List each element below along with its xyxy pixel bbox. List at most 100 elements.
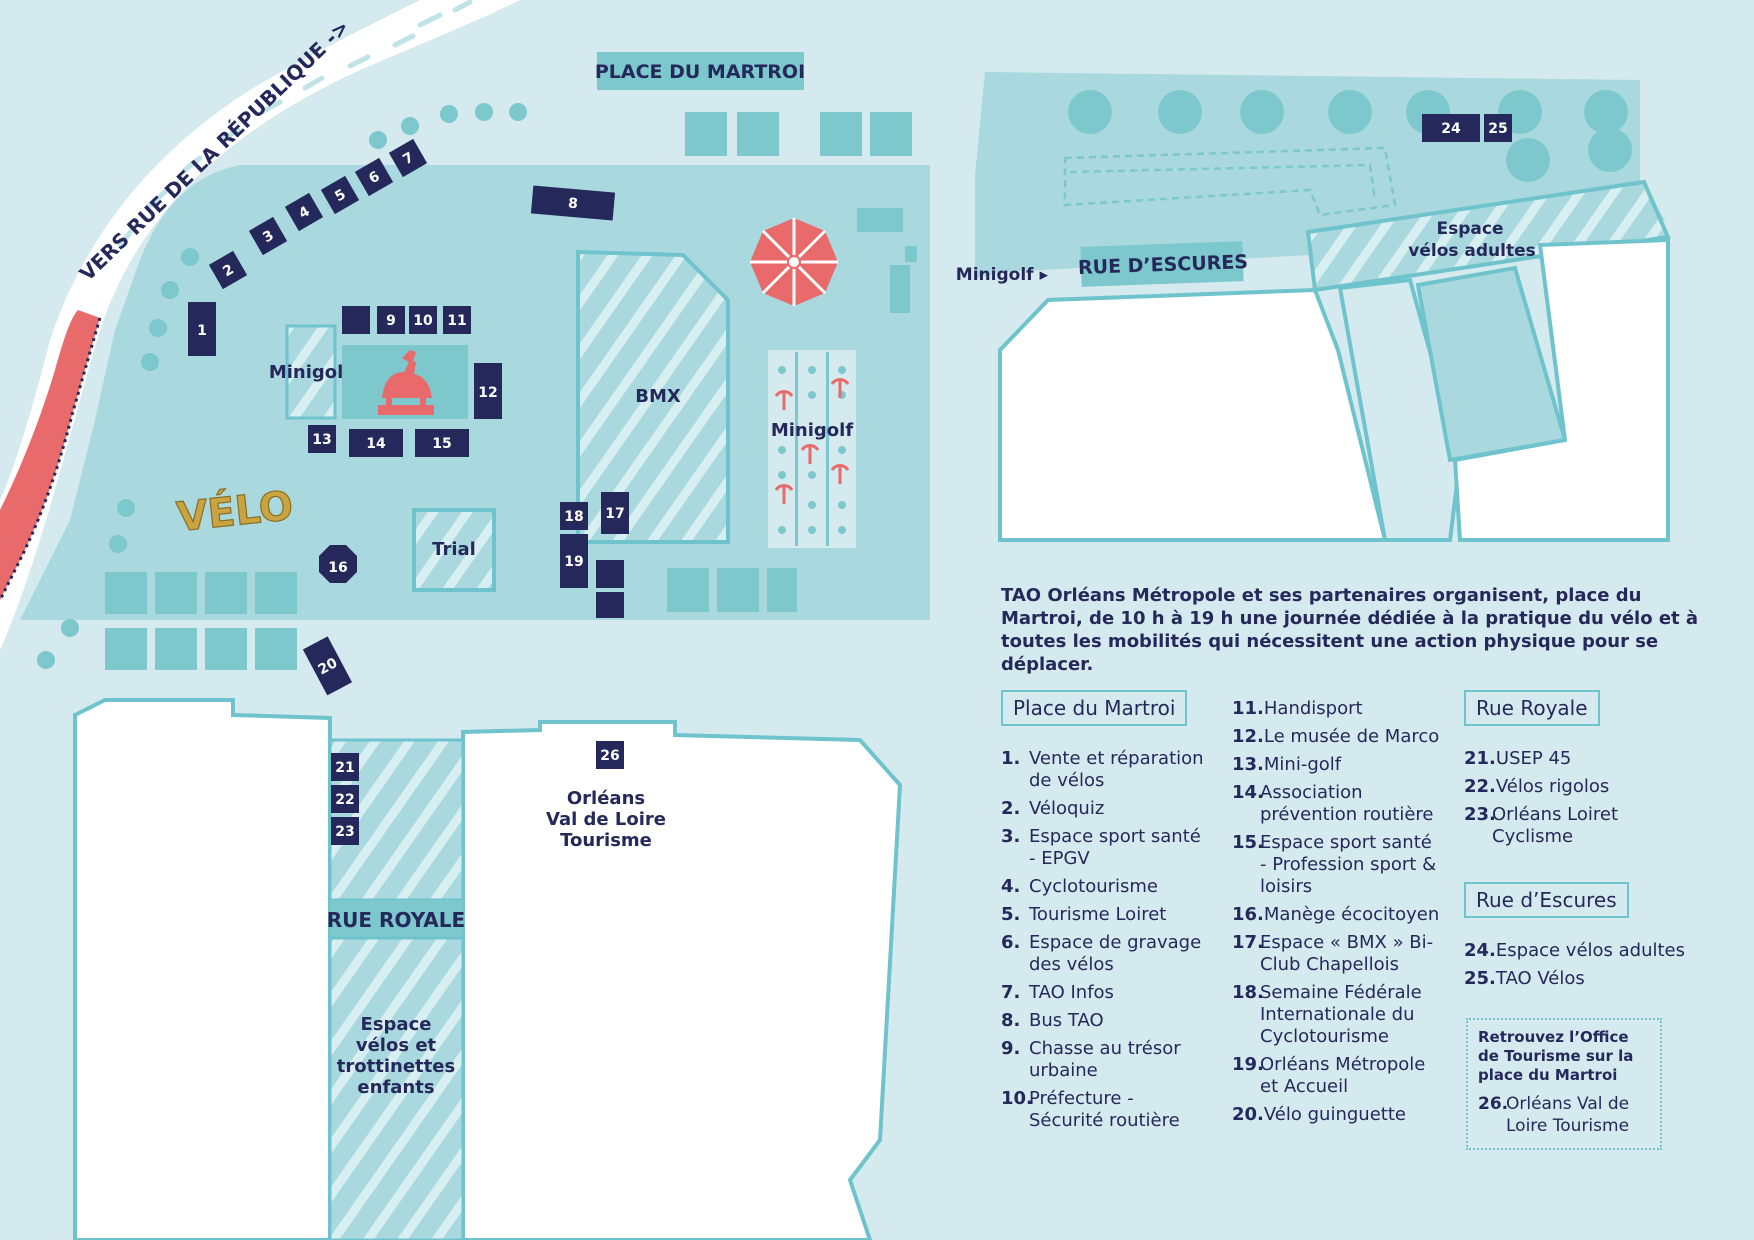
marker-25[interactable]: 25: [1484, 114, 1512, 142]
legend-item-text: Handisport: [1263, 698, 1363, 719]
legend-item-text: Véloquiz: [1029, 798, 1105, 819]
marker-26[interactable]: 26: [596, 741, 624, 769]
marker-23[interactable]: 23: [331, 817, 359, 845]
marker-3[interactable]: 3: [248, 216, 288, 256]
legend-item: 21.USEP 45: [1464, 748, 1674, 770]
legend-item-number: 1.: [1001, 748, 1021, 769]
legend-heading-rue-royale: Rue Royale: [1464, 690, 1600, 726]
kids-zone-label-2: vélos et: [356, 1035, 437, 1056]
svg-text:15: 15: [432, 436, 451, 452]
legend-item: 24.Espace vélos adultes: [1464, 940, 1694, 962]
svg-text:25: 25: [1488, 121, 1507, 137]
legend-item-number: 7.: [1001, 982, 1021, 1003]
marker-18[interactable]: 18: [560, 502, 588, 530]
legend-item-text: Mini-golf: [1263, 754, 1342, 775]
legend-list-rue-royale: 21.USEP 45 22.Vélos rigolos 23.Orléans Loi…: [1464, 748, 1674, 854]
svg-text:1: 1: [197, 323, 207, 339]
carousel-icon: [750, 218, 838, 306]
legend-item: 15.Espace sport santé - Profession sport…: [1232, 832, 1442, 898]
intro-text: TAO Orléans Métropole et ses partenaires…: [1001, 585, 1699, 675]
adult-zone-label-2: vélos adultes: [1408, 241, 1536, 261]
marker-21[interactable]: 21: [331, 753, 359, 781]
marker-24[interactable]: 24: [1422, 114, 1480, 142]
legend-item-text: Espace vélos adultes: [1495, 940, 1686, 961]
adult-zone-label-1: Espace: [1437, 219, 1504, 239]
trial-label: Trial: [432, 539, 476, 560]
kids-zone-label-3: trottinettes: [337, 1056, 455, 1077]
office-item-text: Orléans Val de Loire Tourisme: [1506, 1094, 1630, 1136]
svg-text:18: 18: [564, 509, 583, 525]
marker-22[interactable]: 22: [331, 785, 359, 813]
tram-rail: [0, 317, 102, 601]
marker-14[interactable]: 14: [349, 429, 403, 457]
legend-item-text: Orléans Loiret Cyclisme: [1492, 804, 1619, 847]
marker-16[interactable]: 16: [319, 545, 357, 583]
legend-item-text: Préfecture - Sécurité routière: [1029, 1088, 1180, 1131]
marker-blank-3: [596, 592, 624, 618]
fountain-icons: [774, 378, 850, 504]
kids-zone-label-1: Espace: [361, 1014, 432, 1035]
legend-item-number: 2.: [1001, 798, 1021, 819]
legend-item-text: USEP 45: [1495, 748, 1572, 769]
building-block-1: [998, 287, 1388, 542]
marker-4[interactable]: 4: [284, 192, 324, 232]
marker-6[interactable]: 6: [354, 157, 394, 197]
marker-13[interactable]: 13: [308, 425, 336, 453]
legend-item: 25.TAO Vélos: [1464, 968, 1694, 990]
legend-item-number: 24.: [1464, 940, 1496, 961]
marker-7[interactable]: 7: [388, 138, 428, 178]
rue-royale-banner: [330, 900, 463, 938]
legend-item-number: 9.: [1001, 1038, 1021, 1059]
marker-12[interactable]: 12: [474, 363, 502, 419]
stall-row-top: [685, 112, 912, 156]
stall-row-bottom-left: [105, 572, 297, 670]
legend-item-number: 21.: [1464, 748, 1496, 769]
marker-9[interactable]: 9: [377, 306, 405, 334]
tourisme-label-1: Orléans: [567, 788, 645, 809]
adult-bike-zone: [1305, 179, 1671, 293]
marker-5[interactable]: 5: [320, 175, 360, 215]
legend-item-number: 23.: [1464, 804, 1496, 825]
svg-text:26: 26: [600, 748, 619, 764]
legend-item-text: Orléans Métropole et Accueil: [1260, 1054, 1426, 1097]
marker-20[interactable]: 20: [302, 636, 353, 696]
legend-item: 4.Cyclotourisme: [1001, 876, 1211, 898]
marker-11[interactable]: 11: [443, 306, 471, 334]
legend-item-number: 10.: [1001, 1088, 1033, 1109]
marker-17[interactable]: 17: [601, 492, 629, 534]
svg-text:12: 12: [478, 385, 497, 401]
svg-text:10: 10: [413, 313, 433, 329]
marker-10[interactable]: 10: [409, 306, 437, 334]
legend-item-text: Vélos rigolos: [1495, 776, 1610, 797]
building-block-bottom-mid: [461, 720, 903, 1240]
legend-item: 20.Vélo guinguette: [1232, 1104, 1442, 1126]
marker-19[interactable]: 19: [560, 534, 588, 588]
minigolf-arrow-label: Minigolf ▸: [956, 265, 1049, 285]
marker-2[interactable]: 2: [208, 250, 248, 290]
marker-15[interactable]: 15: [415, 429, 469, 457]
kids-bike-zone: [328, 936, 465, 1240]
svg-text:11: 11: [447, 313, 466, 329]
legend-item: 17.Espace « BMX » Bi-Club Chapellois: [1232, 932, 1442, 976]
svg-text:16: 16: [328, 560, 347, 576]
legend-item-text: Bus TAO: [1029, 1010, 1104, 1031]
svg-text:23: 23: [335, 824, 354, 840]
legend-item-text: Chasse au trésor urbaine: [1029, 1038, 1181, 1081]
legend-item: 2. Véloquiz: [1001, 798, 1211, 820]
legend-item-text: Manège écocitoyen: [1263, 904, 1440, 925]
legend-item: 22.Vélos rigolos: [1464, 776, 1674, 798]
legend-item-number: 4.: [1001, 876, 1021, 897]
plaza-dots: [37, 103, 527, 669]
legend-item-number: 5.: [1001, 904, 1021, 925]
marker-8[interactable]: 8: [530, 185, 616, 221]
legend-item-number: 18.: [1232, 982, 1264, 1003]
legend-item: 11.Handisport: [1232, 698, 1442, 720]
legend-item: 14.Association prévention routière: [1232, 782, 1442, 826]
building-block-2: [1337, 277, 1463, 542]
marker-1[interactable]: 1: [188, 302, 216, 356]
legend-heading-martroi: Place du Martroi: [1001, 690, 1188, 726]
building-block-bottom-left: [73, 698, 332, 1240]
tram: [0, 310, 100, 600]
